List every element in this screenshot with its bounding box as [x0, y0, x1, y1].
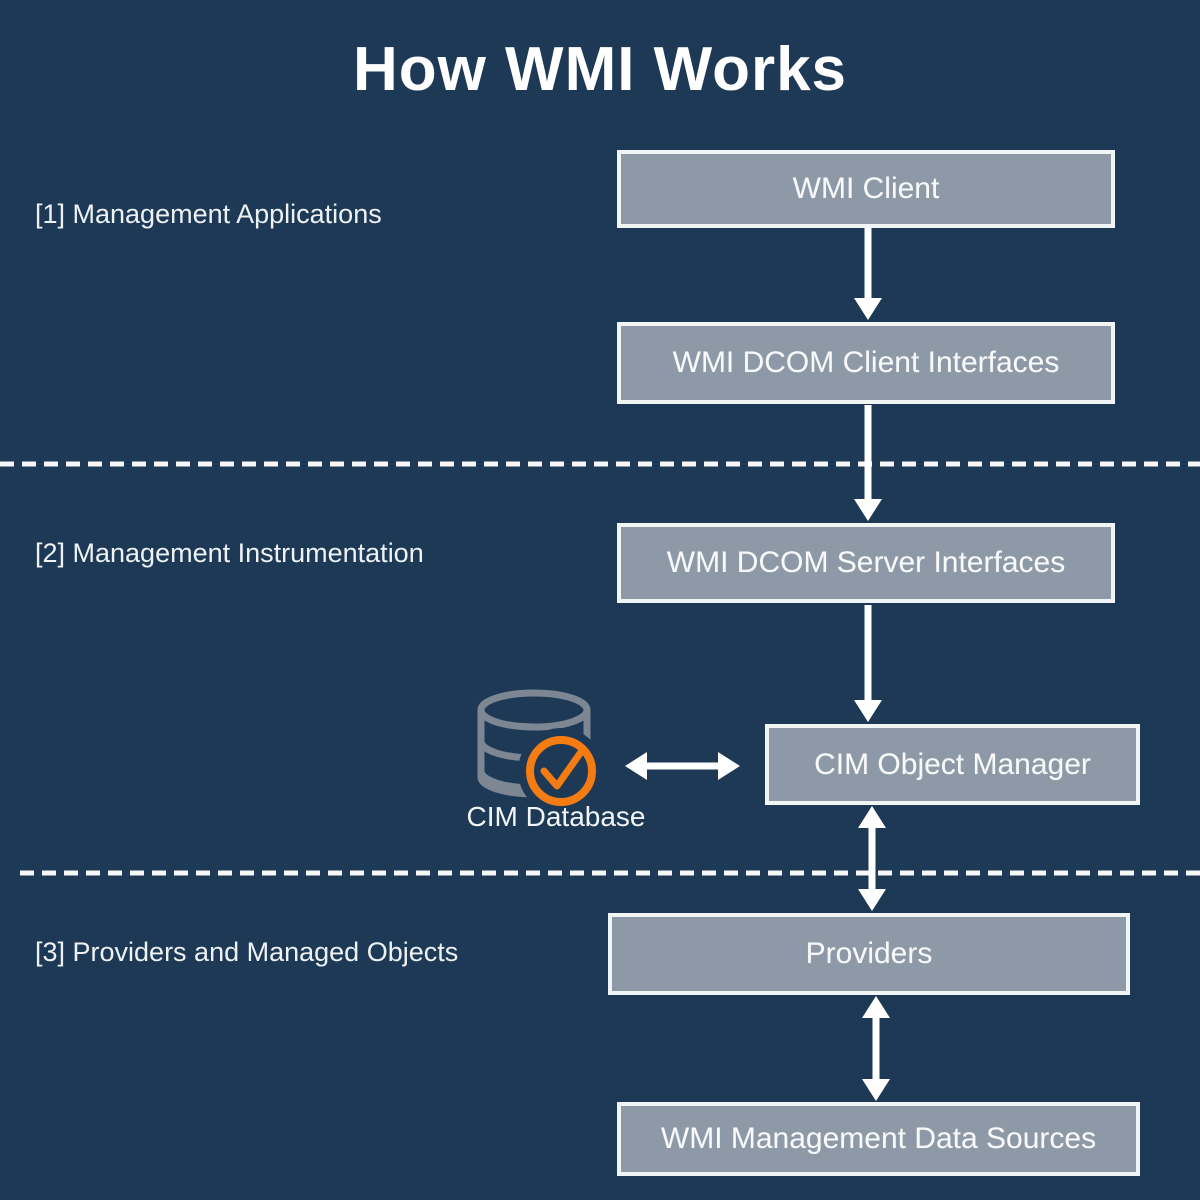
- node-wmi-dcom-server-interfaces: WMI DCOM Server Interfaces: [617, 523, 1115, 603]
- arrow-dcom-server-to-cim-manager-icon: [854, 605, 882, 722]
- section-label-management-instrumentation: [2] Management Instrumentation: [35, 538, 424, 568]
- section-label-providers-managed-objects: [3] Providers and Managed Objects: [35, 937, 459, 967]
- check-circle-icon: [526, 736, 596, 806]
- arrow-client-to-dcom-client-icon: [854, 228, 882, 320]
- section-label-management-applications: [1] Management Applications: [35, 199, 382, 229]
- arrow-database-cim-manager-icon: [625, 752, 740, 780]
- arrow-dcom-client-to-dcom-server-icon: [854, 405, 882, 521]
- arrow-cim-manager-providers-icon: [858, 806, 886, 911]
- cim-database-label: CIM Database: [466, 801, 646, 832]
- node-wmi-management-data-sources: WMI Management Data Sources: [617, 1102, 1140, 1176]
- arrow-providers-data-sources-icon: [862, 996, 890, 1101]
- node-wmi-client: WMI Client: [617, 150, 1115, 228]
- node-cim-object-manager: CIM Object Manager: [765, 724, 1140, 805]
- node-wmi-dcom-client-interfaces: WMI DCOM Client Interfaces: [617, 322, 1115, 404]
- page-title: How WMI Works: [352, 35, 848, 104]
- node-providers: Providers: [608, 913, 1130, 995]
